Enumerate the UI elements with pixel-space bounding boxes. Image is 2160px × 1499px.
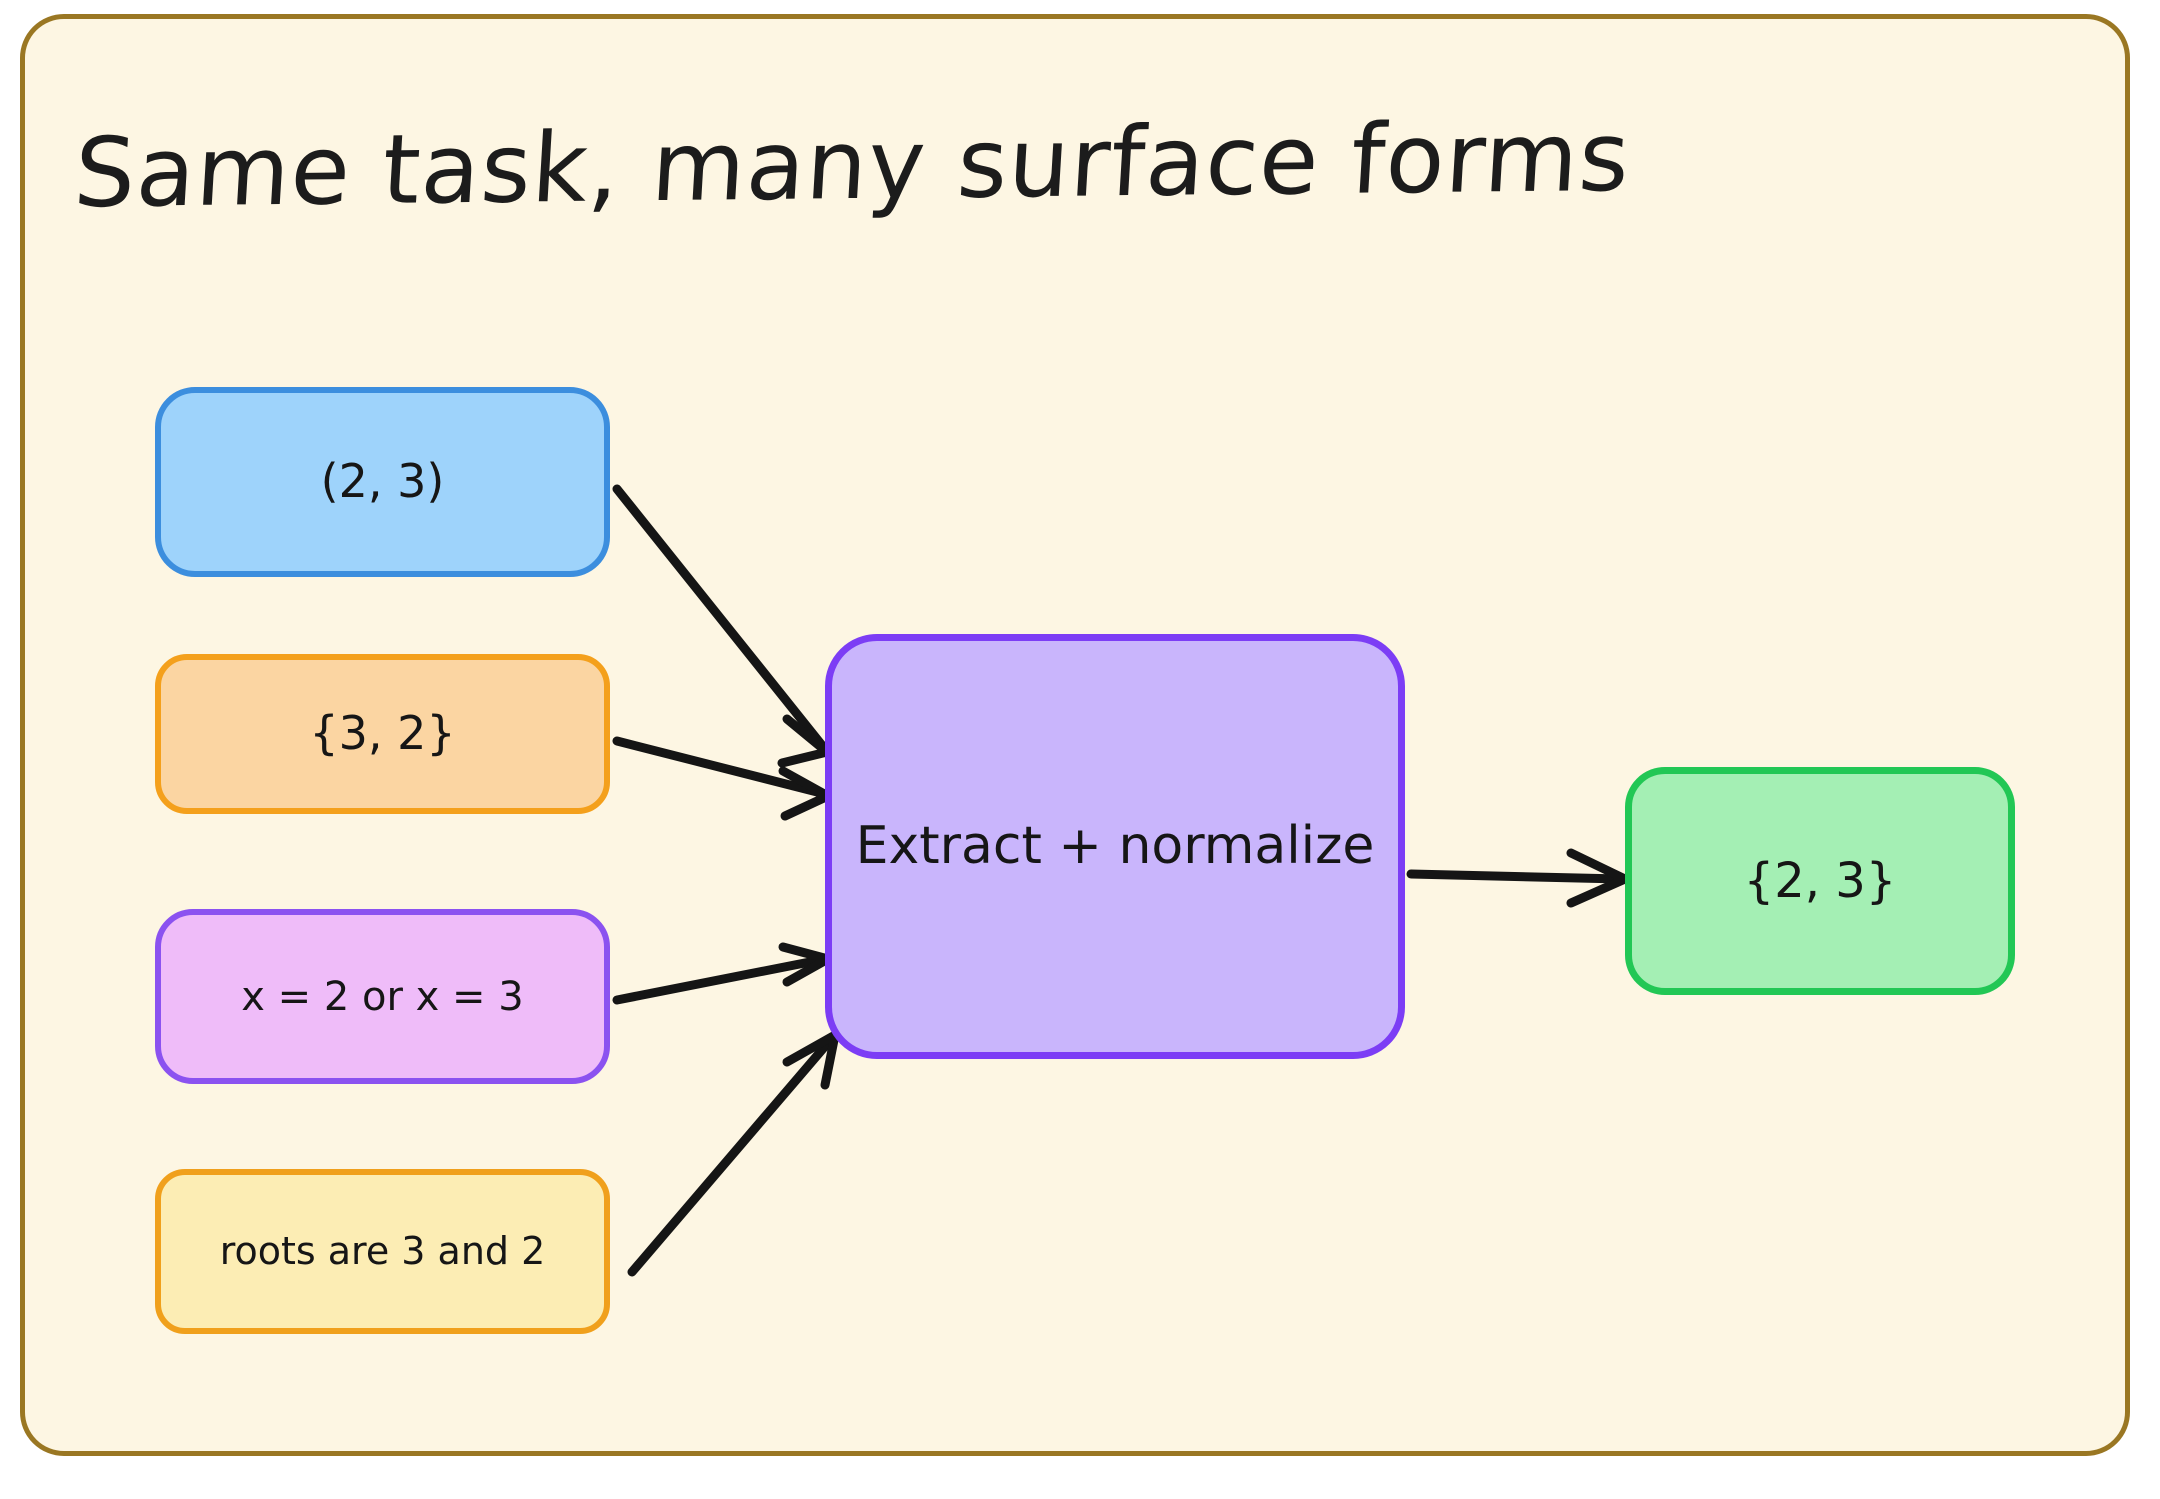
output-node-normalized-set[interactable]: {2, 3} [1625,767,2015,995]
edge-equation-to-process [612,942,833,1005]
input-node-equation-label: x = 2 or x = 3 [241,973,524,1020]
input-node-tuple-label: (2, 3) [320,454,445,509]
input-node-set-unordered[interactable]: {3, 2} [155,654,610,814]
process-node-label: Extract + normalize [855,816,1375,876]
output-node-label: {2, 3} [1743,853,1897,909]
page-title: Same task, many surface forms [71,100,1634,230]
input-node-prose-label: roots are 3 and 2 [219,1228,546,1273]
edge-tuple-to-process [612,484,832,768]
edge-prose-to-process [627,1030,840,1277]
input-node-prose[interactable]: roots are 3 and 2 [155,1169,610,1334]
edge-set-to-process [612,736,833,821]
input-node-equation[interactable]: x = 2 or x = 3 [155,909,610,1084]
input-node-set-unordered-label: {3, 2} [309,706,456,761]
process-node-extract-normalize[interactable]: Extract + normalize [825,634,1405,1059]
input-node-tuple[interactable]: (2, 3) [155,387,610,577]
diagram-canvas: Same task, many surface forms [20,14,2130,1456]
edge-process-to-output [1406,848,1630,908]
